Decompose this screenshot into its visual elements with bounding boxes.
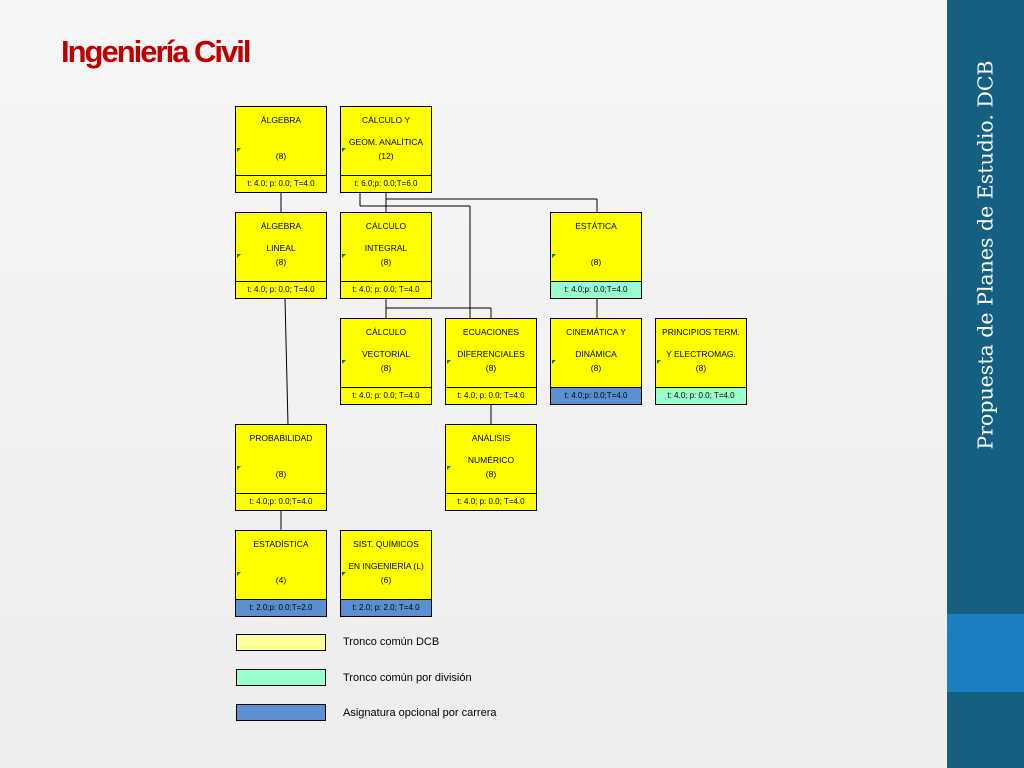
course-name-line1: CÁLCULO Y xyxy=(361,115,411,125)
course-hours: t: 4.0;p: 0.0;T=4.0 xyxy=(551,281,641,298)
course-name-line2: NUMÉRICO xyxy=(467,455,515,465)
connector-lines xyxy=(280,193,598,531)
green-marker-icon xyxy=(552,254,556,258)
course-credits: (8) xyxy=(275,469,287,479)
connector-line xyxy=(284,297,289,426)
course-name-line2: VECTORIAL xyxy=(361,349,411,359)
course-algebra-lineal: ÁLGEBRA LINEAL (8) t: 4.0; p: 0.0; T=4.0 xyxy=(235,212,327,299)
course-name-line1: CÁLCULO xyxy=(365,221,407,231)
green-marker-icon xyxy=(657,360,661,364)
course-credits: (12) xyxy=(378,151,394,161)
green-marker-icon xyxy=(552,360,556,364)
course-cinematica-dinamica: CINEMÁTICA Y DINÁMICA (8) t: 4.0;p: 0.0;… xyxy=(550,318,642,405)
course-name-line1: CÁLCULO xyxy=(365,327,407,337)
course-name-line2: INTEGRAL xyxy=(364,243,408,253)
legend-label-tronco-division: Tronco común por división xyxy=(343,672,472,684)
green-marker-icon xyxy=(237,148,241,152)
course-hours: t: 4.0; p: 0.0; T=4.0 xyxy=(341,387,431,404)
course-hours: t: 2.0;p: 0.0;T=2.0 xyxy=(236,599,326,616)
course-hours: t: 4.0; p: 0.0; T=4.0 xyxy=(446,493,536,510)
green-marker-icon xyxy=(237,254,241,258)
course-name-line1: ÁLGEBRA xyxy=(260,115,302,125)
course-credits: (4) xyxy=(275,575,287,585)
green-marker-icon xyxy=(447,466,451,470)
green-marker-icon xyxy=(342,148,346,152)
green-marker-icon xyxy=(342,254,346,258)
course-name-line1: ECUACIONES xyxy=(462,327,520,337)
course-credits: (8) xyxy=(695,363,707,373)
course-credits: (8) xyxy=(485,363,497,373)
course-credits: (8) xyxy=(380,363,392,373)
course-hours: t: 2.0; p: 2.0; T=4.0 xyxy=(341,599,431,616)
course-hours: t: 4.0; p: 0.0; T=4.0 xyxy=(236,281,326,298)
green-marker-icon xyxy=(447,360,451,364)
course-estadistica: ESTADÍSTICA (4) t: 2.0;p: 0.0;T=2.0 xyxy=(235,530,327,617)
course-name-line2: GEOM. ANALÍTICA xyxy=(348,137,424,147)
course-name-line2: Y ELECTROMAG. xyxy=(666,349,736,359)
green-marker-icon xyxy=(237,572,241,576)
sidebar-title-text: Propuesta de Planes de Estudio. DCB xyxy=(973,60,998,450)
course-calculo-vectorial: CÁLCULO VECTORIAL (8) t: 4.0; p: 0.0; T=… xyxy=(340,318,432,405)
legend-label-opcional-carrera: Asignatura opcional por carrera xyxy=(343,707,497,719)
green-marker-icon xyxy=(342,572,346,576)
course-hours: t: 4.0; p: 0.0; T=4.0 xyxy=(341,281,431,298)
course-name-line1: PROBABILIDAD xyxy=(249,433,313,443)
course-calculo-integral: CÁLCULO INTEGRAL (8) t: 4.0; p: 0.0; T=4… xyxy=(340,212,432,299)
course-name-line1: ESTÁTICA xyxy=(575,221,617,231)
course-ecuaciones-diferenciales: ECUACIONES DIFERENCIALES (8) t: 4.0; p: … xyxy=(445,318,537,405)
course-hours: t: 4.0;p: 0.0;T=4.0 xyxy=(551,387,641,404)
course-hours: t: 4.0; p: 0.0; T=4.0 xyxy=(656,387,746,404)
course-name-line2: EN INGENIERÍA (L) xyxy=(348,561,424,571)
page-title: Ingeniería Civil xyxy=(61,34,252,69)
course-algebra: ÁLGEBRA (8) t: 4.0; p: 0.0; T=4.0 xyxy=(235,106,327,193)
course-name-line1: ANÁLISIS xyxy=(471,433,511,443)
course-credits: (8) xyxy=(590,363,602,373)
course-name-line2: DIFERENCIALES xyxy=(457,349,525,359)
sidebar-title: Propuesta de Planes de Estudio. DCB xyxy=(947,0,1024,768)
course-sistemas-quimicos: SIST. QUÍMICOS EN INGENIERÍA (L) (6) t: … xyxy=(340,530,432,617)
course-hours: t: 4.0; p: 0.0; T=4.0 xyxy=(236,175,326,192)
course-estatica: ESTÁTICA (8) t: 4.0;p: 0.0;T=4.0 xyxy=(550,212,642,299)
course-credits: (6) xyxy=(380,575,392,585)
course-hours: t: 6.0;p: 0.0;T=6.0 xyxy=(341,175,431,192)
course-principios-termo-electromag: PRINCIPIOS TERM. Y ELECTROMAG. (8) t: 4.… xyxy=(655,318,747,405)
course-probabilidad: PROBABILIDAD (8) t: 4.0;p: 0.0;T=4.0 xyxy=(235,424,327,511)
course-credits: (8) xyxy=(485,469,497,479)
course-name-line2: DINÁMICA xyxy=(575,349,617,359)
course-calculo-geometria: CÁLCULO Y GEOM. ANALÍTICA (12) t: 6.0;p:… xyxy=(340,106,432,193)
course-credits: (8) xyxy=(275,257,287,267)
course-hours: t: 4.0;p: 0.0;T=4.0 xyxy=(236,493,326,510)
green-marker-icon xyxy=(237,466,241,470)
legend-label-tronco-dcb: Tronco común DCB xyxy=(343,636,440,648)
legend-swatch-tronco-dcb xyxy=(236,634,326,651)
legend-swatch-opcional-carrera xyxy=(236,704,326,721)
legend-swatch-tronco-division xyxy=(236,669,326,686)
sidebar-accent-block xyxy=(947,614,1024,692)
course-name-line1: PRINCIPIOS TERM. xyxy=(662,327,740,337)
course-hours: t: 4.0; p: 0.0; T=4.0 xyxy=(446,387,536,404)
course-credits: (8) xyxy=(380,257,392,267)
course-name-line1: CINEMÁTICA Y xyxy=(566,327,626,337)
course-name-line1: ÁLGEBRA xyxy=(260,221,302,231)
course-credits: (8) xyxy=(590,257,602,267)
course-name-line2: LINEAL xyxy=(266,243,296,253)
course-name-line1: ESTADÍSTICA xyxy=(253,539,309,549)
course-credits: (8) xyxy=(275,151,287,161)
green-marker-icon xyxy=(342,360,346,364)
course-name-line1: SIST. QUÍMICOS xyxy=(353,539,419,549)
course-analisis-numerico: ANÁLISIS NUMÉRICO (8) t: 4.0; p: 0.0; T=… xyxy=(445,424,537,511)
